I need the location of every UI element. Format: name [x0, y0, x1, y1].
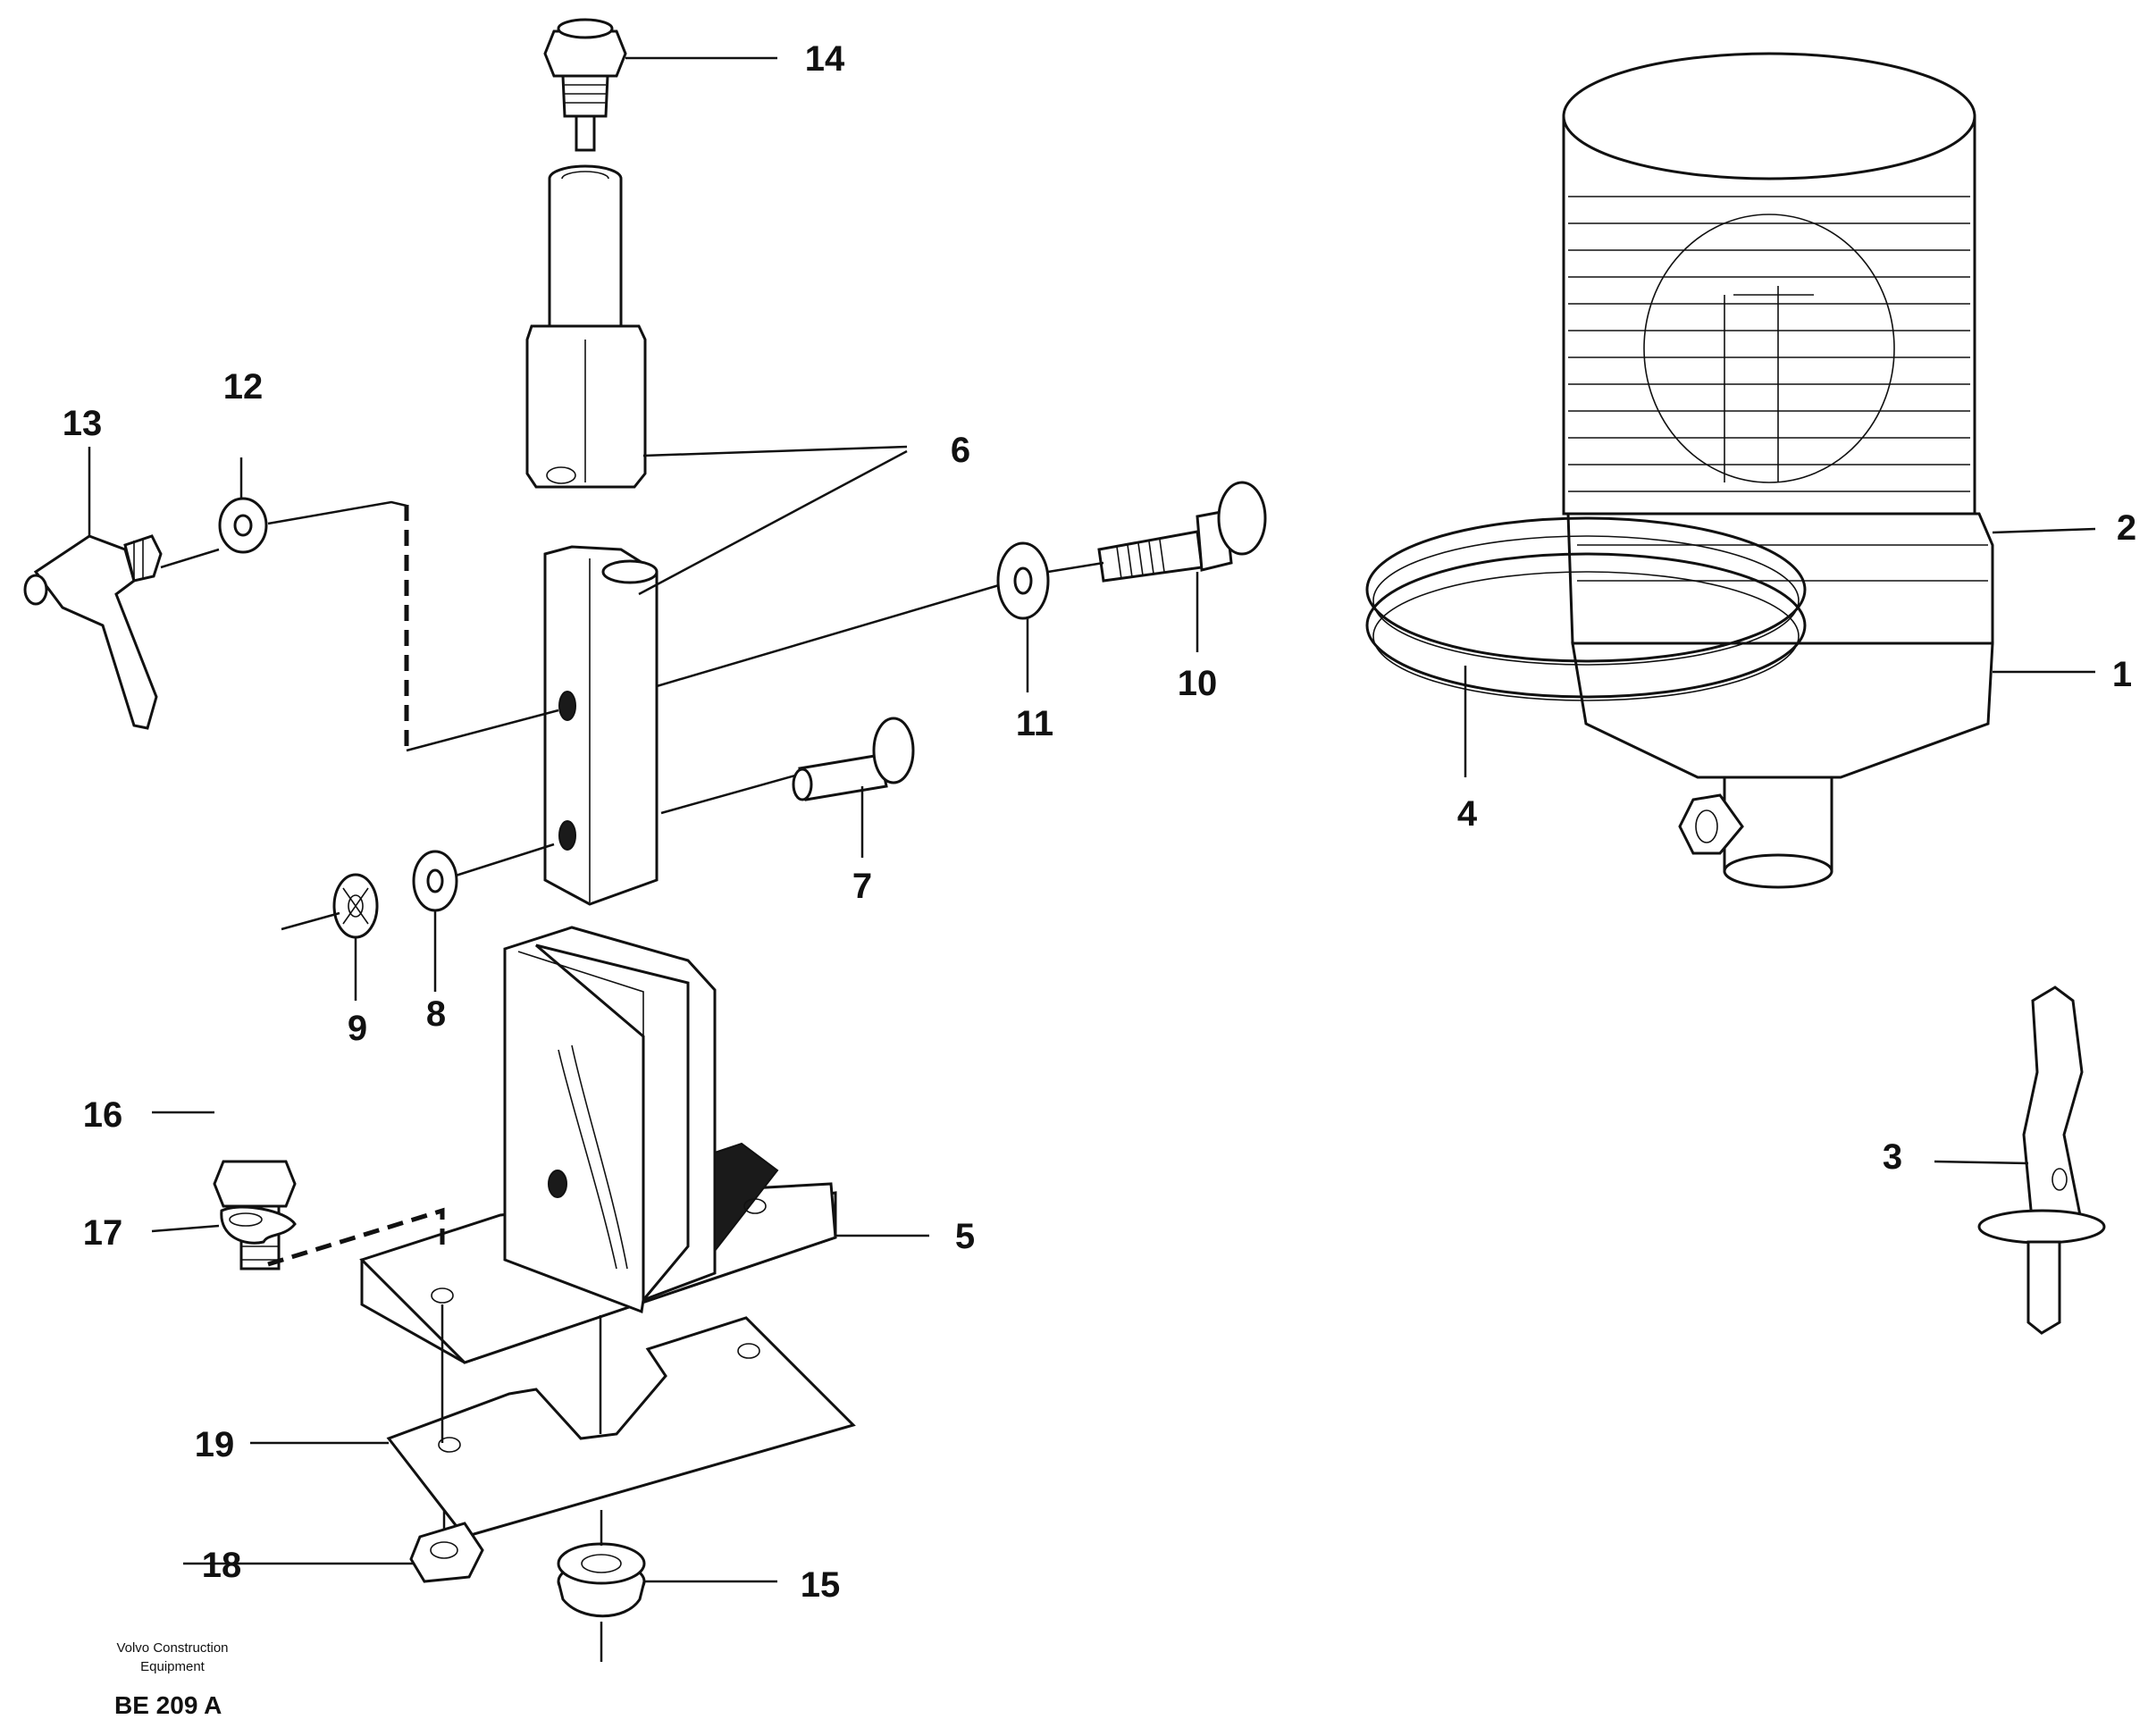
part-5-bracket	[359, 926, 837, 1364]
part-3-terminal	[1977, 985, 2106, 1335]
part-6-socket-tube	[525, 164, 647, 489]
part-10-bolt	[1097, 481, 1267, 583]
callout-10: 10	[1178, 664, 1218, 703]
part-18-nut	[409, 1522, 484, 1583]
callout-8: 8	[426, 994, 446, 1034]
credit-line-1: Volvo Construction	[116, 1640, 228, 1656]
axis-lines	[160, 500, 1104, 1662]
callout-16: 16	[83, 1095, 123, 1135]
part-12-washer	[218, 497, 268, 554]
leader-lines	[88, 56, 2096, 1583]
part-4-clamp-ring	[1365, 512, 1979, 701]
callout-11: 11	[1016, 704, 1053, 743]
part-17-clip	[220, 1205, 297, 1245]
callout-13: 13	[63, 404, 103, 443]
callout-1: 1	[2112, 655, 2132, 694]
part-11-washer	[996, 541, 1050, 620]
callout-9: 9	[348, 1009, 367, 1048]
credit-line-2: Equipment	[140, 1659, 206, 1674]
callout-14: 14	[805, 39, 845, 79]
part-9-lock-washer	[332, 873, 379, 939]
callout-19: 19	[195, 1425, 235, 1464]
part-15-grommet	[557, 1542, 646, 1618]
callout-12: 12	[223, 367, 264, 407]
callout-2: 2	[2117, 508, 2136, 548]
figure-code: BE 209 A	[114, 1691, 222, 1719]
part-8-washer	[412, 850, 458, 912]
callout-labels: 1 2 3 4 5 6 7 8 9 10 11 12 13 14 15 16 1…	[63, 39, 2136, 1605]
part-6-square-post	[543, 545, 659, 906]
callout-18: 18	[202, 1546, 242, 1585]
part-19-base-plate	[386, 1316, 856, 1539]
callout-15: 15	[801, 1565, 841, 1605]
part-13-lever	[23, 534, 163, 730]
assembly-dash-17	[267, 1207, 445, 1267]
callout-4: 4	[1457, 794, 1478, 834]
part-14-plug	[543, 18, 627, 152]
footer: Volvo Construction Equipment BE 209 A	[114, 1640, 229, 1719]
callout-6: 6	[951, 431, 970, 470]
callout-5: 5	[955, 1217, 975, 1256]
part-7-pin	[792, 717, 915, 801]
callout-7: 7	[852, 867, 872, 906]
part-1-beacon	[1562, 52, 1994, 889]
callout-3: 3	[1883, 1137, 1902, 1177]
callout-17: 17	[83, 1213, 123, 1253]
